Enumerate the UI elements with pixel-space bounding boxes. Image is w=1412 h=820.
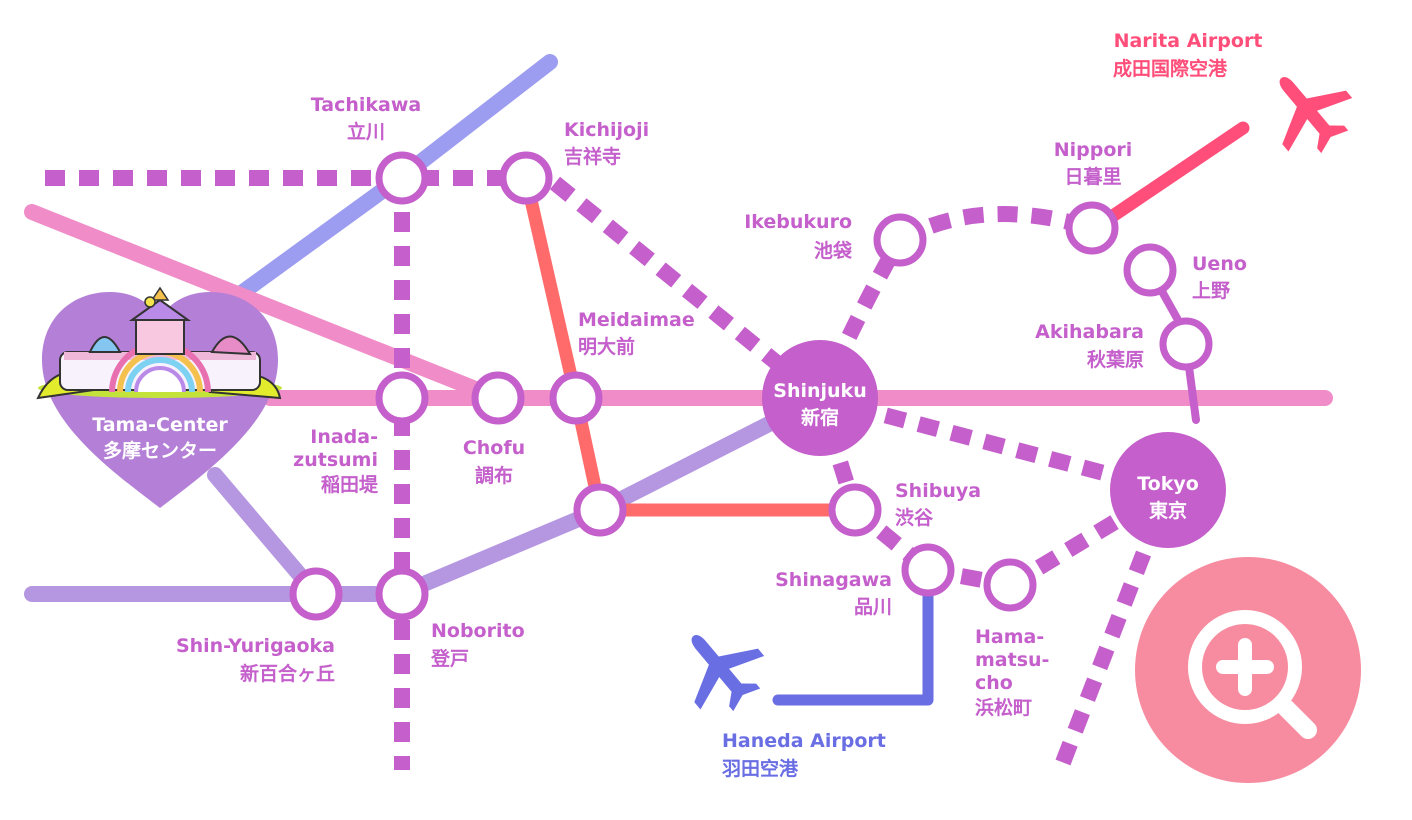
station-akihabara[interactable] xyxy=(1159,317,1213,371)
label-hamamatsucho-en2: matsu- xyxy=(975,649,1049,671)
label-nippori-en: Nippori xyxy=(1054,139,1133,161)
station-shin-yurigaoka[interactable] xyxy=(289,567,343,621)
pink-diagonal-line xyxy=(24,204,506,406)
station-nippori[interactable] xyxy=(1065,201,1119,255)
station-shinjuku[interactable] xyxy=(762,340,878,456)
label-tokyo-en: Tokyo xyxy=(1137,473,1199,495)
label-shinjuku-ja: 新宿 xyxy=(801,406,839,429)
label-ikebukuro-ja: 池袋 xyxy=(814,239,853,262)
label-tachikawa-en: Tachikawa xyxy=(311,94,421,116)
narita-label-ja: 成田国際空港 xyxy=(1113,57,1228,80)
label-kichijoji-ja: 吉祥寺 xyxy=(564,145,621,168)
label-inadazutsumi-en1: Inada- xyxy=(310,426,378,448)
station-shibuya[interactable] xyxy=(828,483,882,537)
station-noborito[interactable] xyxy=(375,567,429,621)
label-hamamatsucho-en3: cho xyxy=(975,672,1013,694)
station-inadazutsumi[interactable] xyxy=(375,371,429,425)
narita-airport[interactable]: Narita Airport 成田国際空港 xyxy=(1113,30,1367,169)
station-shinagawa[interactable] xyxy=(901,543,955,597)
label-shin-yurigaoka-en: Shin-Yurigaoka xyxy=(176,635,335,657)
station-hamamatsucho[interactable] xyxy=(983,558,1037,612)
odakyu-line xyxy=(24,390,828,602)
theme-park-icon xyxy=(36,286,282,400)
label-ueno-en: Ueno xyxy=(1192,253,1247,275)
zoom-in-icon xyxy=(1188,610,1317,739)
label-hamamatsucho-en1: Hama- xyxy=(975,626,1044,648)
red-line xyxy=(519,171,862,517)
haneda-line xyxy=(772,564,934,706)
label-hamamatsucho-ja: 浜松町 xyxy=(975,696,1032,719)
label-inadazutsumi-en2: zutsumi xyxy=(293,449,378,471)
dashed-line-ikebukuro-nippori xyxy=(896,206,1095,248)
tama-center-label-ja: 多摩センター xyxy=(103,439,217,462)
label-meidaimae-en: Meidaimae xyxy=(578,309,695,331)
station-chofu[interactable] xyxy=(471,371,525,425)
zoom-in-button[interactable] xyxy=(1135,557,1361,783)
station-labels: Tachikawa 立川 Kichijoji 吉祥寺 Nippori 日暮里 I… xyxy=(176,94,1247,719)
label-meidaimae-ja: 明大前 xyxy=(578,335,635,358)
label-chofu-en: Chofu xyxy=(463,437,525,459)
station-kichijoji[interactable] xyxy=(499,151,553,205)
label-chofu-ja: 調布 xyxy=(475,464,513,487)
airplane-icon xyxy=(691,635,765,712)
label-tachikawa-ja: 立川 xyxy=(347,120,385,143)
label-shinagawa-en: Shinagawa xyxy=(775,569,892,591)
label-shin-yurigaoka-ja: 新百合ヶ丘 xyxy=(240,662,335,685)
station-ueno[interactable] xyxy=(1123,243,1177,297)
label-shibuya-ja: 渋谷 xyxy=(895,506,934,529)
station-tokyo[interactable] xyxy=(1110,432,1226,548)
haneda-label-ja: 羽田空港 xyxy=(722,757,799,780)
label-ikebukuro-en: Ikebukuro xyxy=(744,211,852,233)
label-tokyo-ja: 東京 xyxy=(1149,499,1187,522)
label-shinjuku-en: Shinjuku xyxy=(773,380,866,402)
label-kichijoji-en: Kichijoji xyxy=(564,119,649,141)
tama-center-label-en: Tama-Center xyxy=(92,414,228,436)
airplane-icon xyxy=(1279,77,1353,154)
label-shibuya-en: Shibuya xyxy=(895,480,981,502)
label-akihabara-ja: 秋葉原 xyxy=(1087,348,1144,371)
station-tachikawa[interactable] xyxy=(375,151,429,205)
label-shinagawa-ja: 品川 xyxy=(854,596,892,618)
dashed-line-shinjuku-tokyo xyxy=(817,390,1171,498)
haneda-airport[interactable]: Haneda Airport 羽田空港 xyxy=(661,609,886,780)
label-inadazutsumi-ja: 稲田堤 xyxy=(321,474,379,496)
narita-label-en: Narita Airport xyxy=(1114,30,1263,52)
label-akihabara-en: Akihabara xyxy=(1035,321,1144,343)
narita-line xyxy=(1088,121,1250,235)
station-ikebukuro[interactable] xyxy=(873,213,927,267)
label-noborito-ja: 登戸 xyxy=(430,647,469,670)
dashed-line-shinjuku-ikebukuro xyxy=(812,235,907,402)
station-meidaimae[interactable] xyxy=(549,371,603,425)
stations xyxy=(289,151,1226,621)
haneda-label-en: Haneda Airport xyxy=(722,730,886,752)
label-nippori-ja: 日暮里 xyxy=(1064,166,1121,188)
label-noborito-en: Noborito xyxy=(431,620,525,642)
label-ueno-ja: 上野 xyxy=(1192,280,1230,302)
station-unnamed[interactable] xyxy=(573,483,627,537)
tama-center-heart[interactable]: Tama-Center 多摩センター xyxy=(36,286,282,508)
